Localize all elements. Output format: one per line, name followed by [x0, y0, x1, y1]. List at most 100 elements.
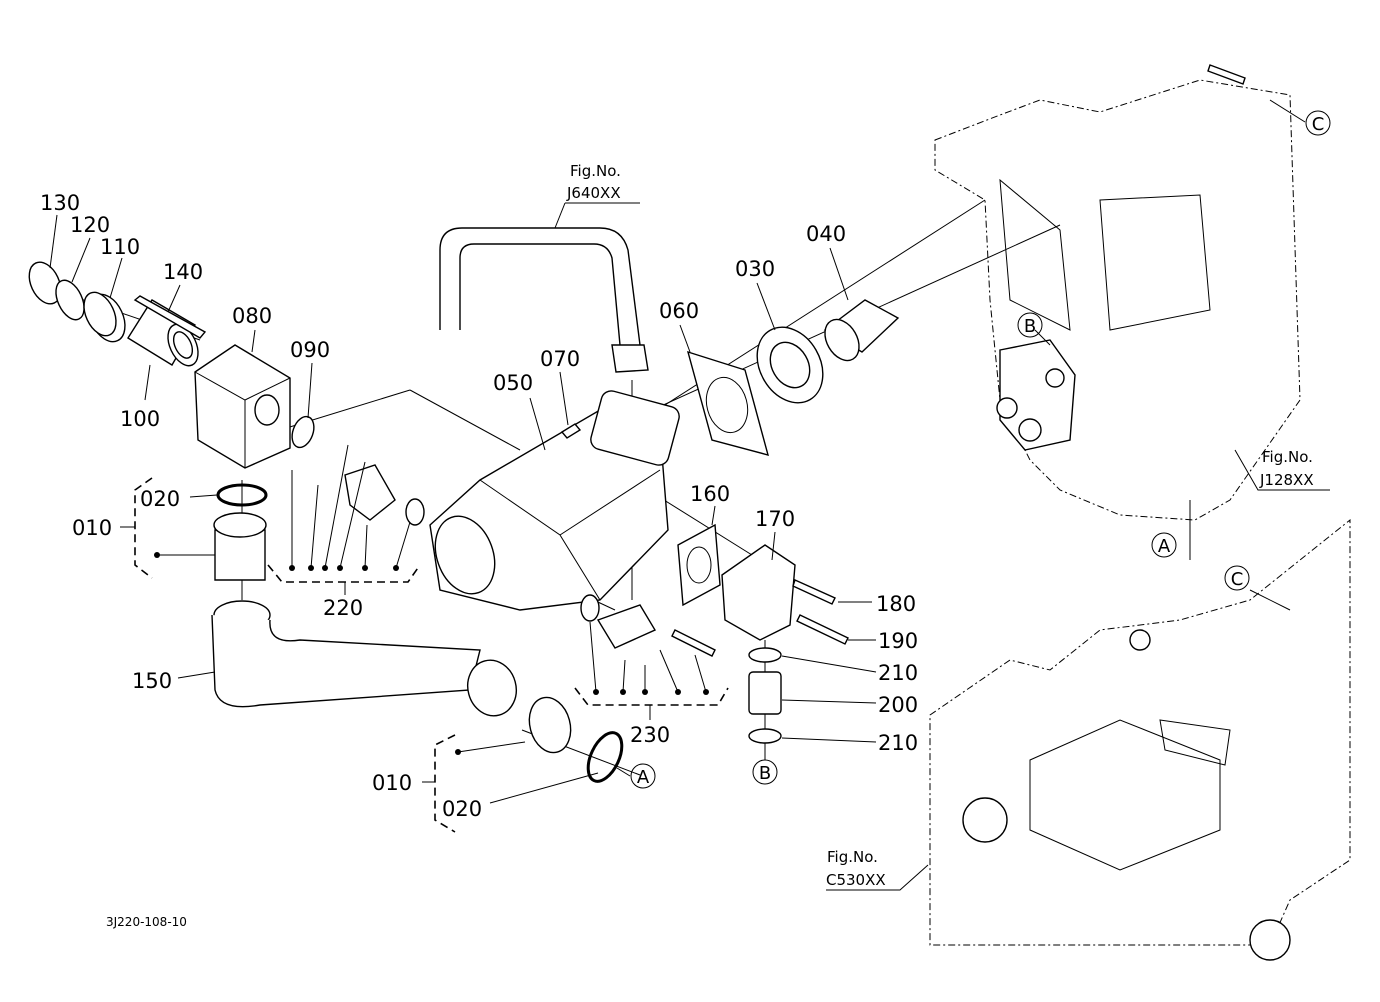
bracket-230	[574, 687, 729, 706]
leader-130	[49, 214, 58, 269]
bearing-030-inner	[769, 341, 811, 389]
gasket-060	[686, 350, 769, 456]
elbow-fitting-220	[344, 464, 396, 521]
svg-text:B: B	[1024, 316, 1036, 337]
fig-ref-j640[interactable]: Fig.No. J640XX	[566, 162, 621, 202]
drawing-code: 3J220-108-10	[106, 915, 187, 929]
rear-housing-pad	[1159, 719, 1231, 766]
leader-a1	[616, 767, 631, 777]
leader-160	[711, 505, 716, 526]
ref-marker-c1: C	[1305, 110, 1331, 136]
label-220: 220	[323, 596, 363, 620]
rear-housing-face	[1029, 719, 1221, 871]
cover-170	[721, 544, 796, 641]
label-170: 170	[755, 507, 795, 531]
port-hole-3	[1045, 368, 1065, 388]
ref-marker-c2: C	[1224, 565, 1250, 591]
dots-220	[289, 444, 411, 571]
o-ring-210-lower	[748, 728, 782, 744]
ring-110-inner	[83, 291, 117, 337]
leader-030	[756, 282, 776, 331]
label-160: 160	[690, 482, 730, 506]
elbow-hose-150	[211, 614, 481, 708]
dot-010b	[455, 749, 461, 755]
rear-housing-bore-bottom	[1249, 919, 1291, 961]
svg-text:A: A	[637, 767, 650, 788]
leader-050	[529, 397, 546, 451]
leader-070	[559, 371, 569, 426]
label-060: 060	[659, 299, 699, 323]
label-020a: 020	[140, 487, 180, 511]
leader-110	[109, 257, 123, 299]
leader-120	[71, 237, 91, 283]
bolt-070	[560, 423, 582, 439]
leader-020b	[489, 772, 599, 804]
label-210b: 210	[878, 731, 918, 755]
label-080: 080	[232, 304, 272, 328]
label-140: 140	[163, 260, 203, 284]
leader-140	[167, 284, 181, 313]
fig-j640-leader	[554, 202, 566, 229]
port-hole-1	[996, 397, 1018, 419]
dots-230	[589, 621, 709, 695]
label-150: 150	[132, 669, 172, 693]
fig-j128-leader	[1234, 449, 1330, 491]
dot-010a	[154, 552, 160, 558]
pump-050-face	[434, 515, 496, 595]
pipe-inner	[459, 243, 621, 346]
fig-j128-line1: Fig.No.	[1262, 448, 1313, 466]
label-100: 100	[120, 407, 160, 431]
fig-c530-line2: C530XX	[826, 871, 886, 889]
snap-ring-130	[28, 261, 62, 305]
label-110: 110	[100, 235, 140, 259]
leader-100	[144, 364, 151, 401]
leader-210a	[781, 655, 877, 673]
label-050: 050	[493, 371, 533, 395]
o-ring-020-upper	[216, 483, 268, 507]
strainer-100-bore	[172, 331, 194, 359]
rear-housing-bore-left	[962, 797, 1008, 843]
ref-marker-a1: A	[630, 763, 656, 789]
bolt-180	[792, 579, 836, 605]
ref-marker-b2: B	[752, 759, 778, 785]
valve-block-080-port	[254, 394, 280, 426]
svg-text:A: A	[1158, 536, 1171, 557]
transmission-housing-outline	[934, 79, 1301, 521]
pipe-200	[748, 671, 782, 715]
fitting-010-upper-top	[213, 512, 267, 538]
fig-ref-j128[interactable]: Fig.No. J128XX	[1259, 448, 1314, 489]
fig-j128-line2: J128XX	[1259, 471, 1314, 489]
label-190: 190	[878, 629, 918, 653]
gear-040-end	[824, 318, 860, 362]
fitting-010-lower	[528, 696, 572, 754]
label-030: 030	[735, 257, 775, 281]
valve-block-080-edges	[194, 371, 291, 468]
o-ring-230	[580, 594, 600, 622]
svg-text:C: C	[1231, 569, 1244, 590]
fig-ref-c530[interactable]: Fig.No. C530XX	[826, 848, 886, 889]
leader-060	[679, 324, 691, 353]
gasket-060-hole	[705, 376, 749, 434]
leader-150	[177, 671, 216, 679]
label-070: 070	[540, 347, 580, 371]
label-210a: 210	[878, 661, 918, 685]
label-230: 230	[630, 723, 670, 747]
pump-050-flange	[590, 390, 680, 466]
leader-170	[771, 531, 776, 561]
label-010b: 010	[372, 771, 412, 795]
leader-020a	[189, 494, 218, 498]
leader-090	[307, 362, 313, 419]
bolt-140	[133, 295, 207, 339]
valve-block-080	[194, 344, 291, 469]
leader-c2	[1249, 589, 1291, 611]
fig-j640-line1: Fig.No.	[570, 162, 621, 180]
axis-line-block-pump	[409, 389, 521, 451]
label-020b: 020	[442, 797, 482, 821]
o-ring-090	[291, 415, 315, 449]
gasket-160	[677, 523, 721, 607]
label-120: 120	[70, 213, 110, 237]
valve-port-block	[999, 339, 1076, 451]
fig-j640-line2: J640XX	[566, 184, 621, 202]
elbow-nut-end	[467, 659, 517, 717]
